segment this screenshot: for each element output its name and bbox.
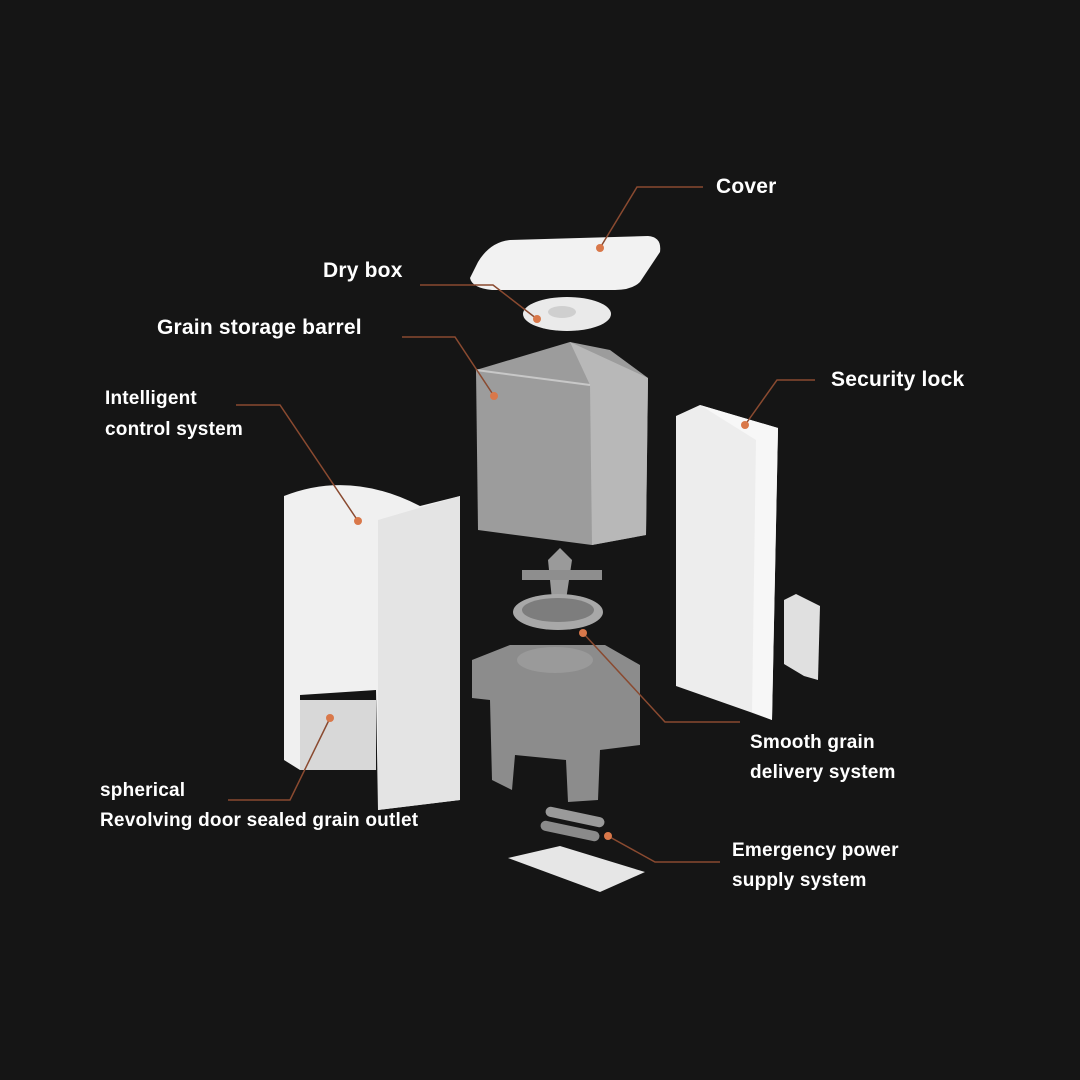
label-intelligent-control-1: Intelligent — [105, 388, 197, 409]
callout-dots — [326, 244, 749, 840]
leader-lines — [228, 186, 815, 863]
label-outlet-2: Revolving door sealed grain outlet — [100, 810, 419, 831]
label-smooth-grain-1: Smooth grain — [750, 732, 875, 753]
label-emergency-power-1: Emergency power — [732, 840, 899, 861]
cover-part — [470, 236, 661, 290]
label-cover: Cover — [716, 175, 777, 198]
label-grain-storage-barrel: Grain storage barrel — [157, 316, 362, 339]
label-emergency-power-2: supply system — [732, 870, 867, 891]
label-security-lock: Security lock — [831, 368, 965, 391]
label-outlet-1: spherical — [100, 780, 186, 801]
label-dry-box: Dry box — [323, 259, 403, 282]
battery-cover-part — [508, 846, 645, 892]
label-smooth-grain-2: delivery system — [750, 762, 896, 783]
base-part — [472, 645, 640, 802]
label-intelligent-control-2: control system — [105, 419, 243, 440]
side-shell-part — [676, 405, 778, 720]
